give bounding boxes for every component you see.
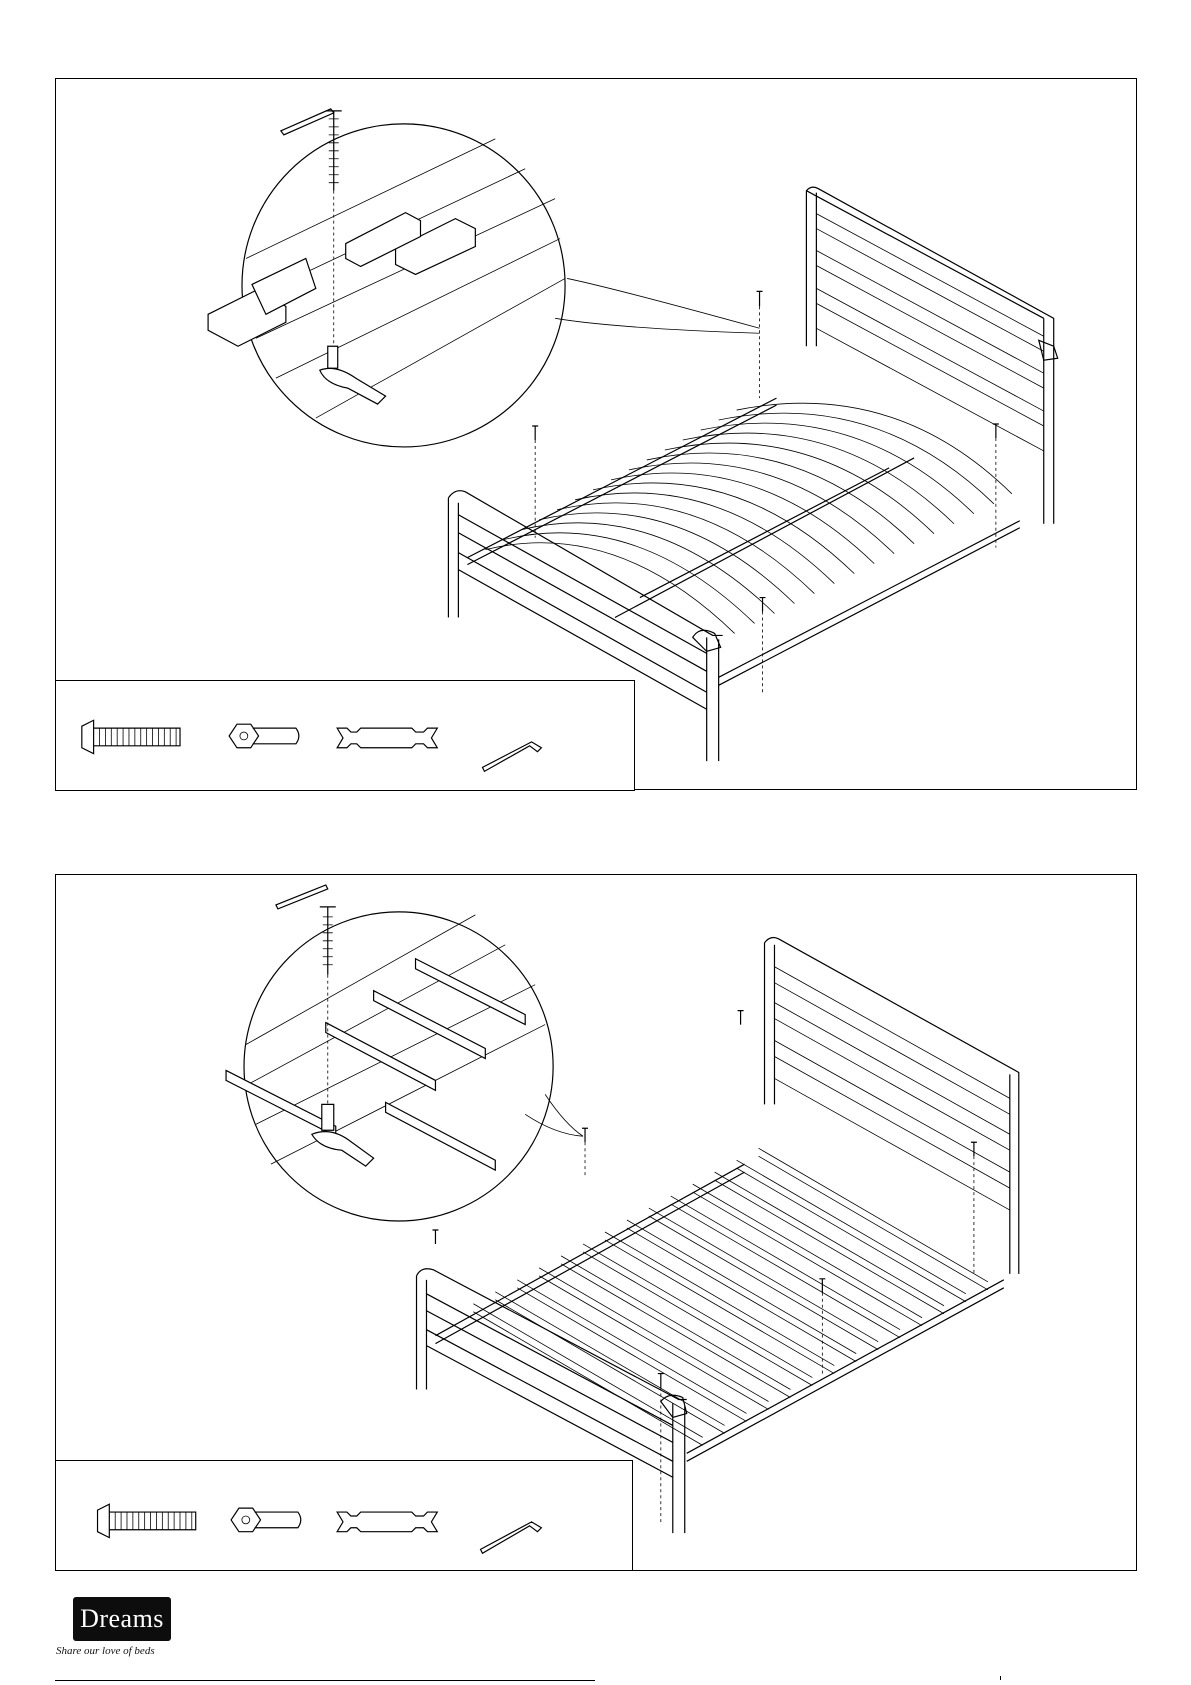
tagline-accent: love bbox=[102, 1645, 120, 1657]
spanner-icon bbox=[337, 728, 437, 748]
logo-tagline: Share our love of beds bbox=[56, 1645, 188, 1657]
assembly-step-2-panel bbox=[55, 874, 1137, 1571]
side-rails bbox=[435, 1164, 1003, 1461]
bolt-icon bbox=[82, 720, 180, 753]
allen-key-icon bbox=[480, 1522, 541, 1553]
detail-magnifier bbox=[226, 885, 583, 1221]
dreams-logo: Dreams Share our love of beds bbox=[56, 1597, 188, 1663]
footer-rule bbox=[55, 1680, 595, 1681]
spanner-icon bbox=[337, 1512, 437, 1532]
detail-magnifier bbox=[208, 109, 759, 447]
barrel-nut-icon bbox=[229, 724, 299, 748]
flat-slats bbox=[473, 1148, 988, 1445]
bed-bolts bbox=[432, 1011, 976, 1524]
bolt-icon bbox=[98, 1504, 196, 1537]
bed-bolts bbox=[532, 291, 999, 695]
hardware-tray-step-1 bbox=[55, 680, 635, 791]
sprung-slats bbox=[485, 403, 1012, 633]
hardware-tray-step-2 bbox=[55, 1460, 633, 1571]
tagline-start: Share our bbox=[56, 1645, 99, 1657]
footer-mark bbox=[1000, 1676, 1005, 1680]
headboard bbox=[806, 187, 1057, 524]
tagline-end: of beds bbox=[123, 1645, 154, 1657]
logo-wordmark: Dreams bbox=[73, 1597, 171, 1641]
barrel-nut-icon bbox=[231, 1508, 301, 1532]
assembly-step-1-panel bbox=[55, 78, 1137, 790]
allen-key-icon bbox=[482, 742, 541, 771]
